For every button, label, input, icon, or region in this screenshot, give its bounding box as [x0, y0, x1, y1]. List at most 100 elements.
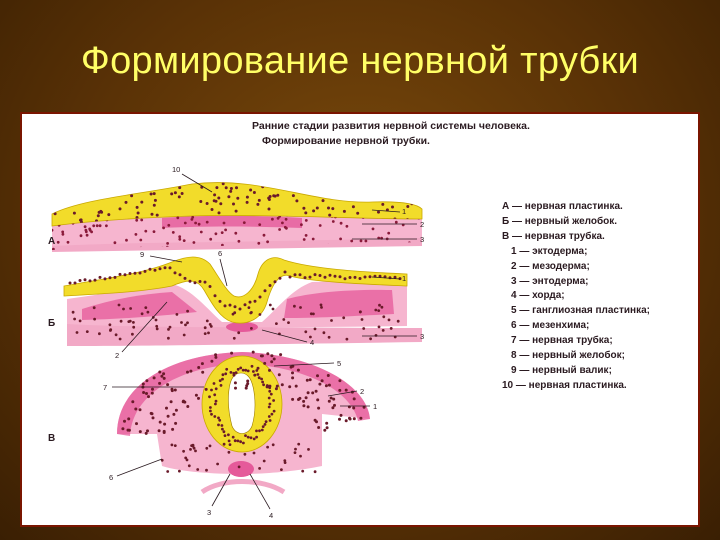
cell-nucleus — [272, 399, 275, 402]
cell-nucleus — [182, 333, 186, 337]
cell-nucleus — [147, 395, 150, 399]
cell-nucleus — [294, 384, 298, 388]
cell-nucleus — [203, 280, 207, 284]
cell-nucleus — [342, 316, 346, 320]
cell-nucleus — [270, 360, 274, 364]
cell-nucleus — [249, 188, 253, 192]
cell-nucleus — [362, 405, 366, 409]
cell-nucleus — [316, 398, 320, 402]
cell-nucleus — [199, 182, 203, 183]
cell-nucleus — [191, 444, 195, 448]
cell-nucleus — [233, 381, 237, 385]
cell-nucleus — [293, 451, 297, 454]
label-a-2: 2 — [420, 220, 424, 229]
cell-nucleus — [345, 337, 349, 341]
cell-nucleus — [99, 209, 103, 213]
cell-nucleus — [268, 386, 272, 390]
cell-nucleus — [209, 409, 212, 413]
leader-lines — [112, 173, 417, 510]
cell-nucleus — [122, 307, 125, 311]
cell-nucleus — [88, 228, 92, 232]
cell-nucleus — [140, 200, 144, 204]
cell-nucleus — [380, 305, 384, 309]
cell-nucleus — [92, 224, 96, 228]
cell-nucleus — [217, 196, 221, 200]
cell-nucleus — [293, 273, 297, 277]
cell-nucleus — [193, 281, 197, 285]
cell-nucleus — [277, 373, 281, 377]
cell-nucleus — [266, 445, 269, 449]
cell-nucleus — [389, 327, 393, 330]
legend-item: В — нервная трубка. — [502, 230, 605, 242]
cell-nucleus — [381, 202, 385, 206]
cell-nucleus — [379, 191, 383, 195]
cell-nucleus — [357, 248, 361, 250]
cell-nucleus — [268, 284, 272, 287]
cell-nucleus — [282, 318, 286, 321]
cell-nucleus — [151, 416, 155, 420]
cell-nucleus — [304, 234, 308, 237]
cell-nucleus — [178, 186, 182, 190]
cell-nucleus — [256, 366, 260, 370]
cell-nucleus — [215, 186, 219, 190]
cell-nucleus — [324, 384, 328, 388]
cell-nucleus — [291, 397, 295, 401]
cell-nucleus — [105, 224, 108, 228]
cell-nucleus — [155, 213, 159, 217]
cell-nucleus — [157, 429, 161, 433]
cell-nucleus — [359, 416, 363, 420]
cell-nucleus — [227, 433, 230, 437]
cell-nucleus — [124, 200, 128, 204]
cell-nucleus — [88, 279, 92, 283]
cell-nucleus — [205, 319, 209, 323]
cell-nucleus — [98, 224, 102, 228]
cell-nucleus — [266, 352, 270, 356]
cell-nucleus — [360, 318, 364, 321]
cell-nucleus — [173, 176, 176, 179]
cell-nucleus — [152, 203, 156, 207]
legend-item: 7 — нервная трубка; — [511, 335, 613, 347]
cell-nucleus — [270, 412, 274, 416]
cell-nucleus — [256, 202, 260, 206]
cell-nucleus — [259, 354, 263, 358]
cell-nucleus — [236, 439, 240, 443]
cell-nucleus — [258, 467, 261, 470]
cell-nucleus — [244, 368, 248, 372]
cell-nucleus — [209, 406, 212, 409]
cell-nucleus — [59, 182, 63, 186]
cell-nucleus — [185, 458, 189, 462]
cell-nucleus — [271, 307, 275, 311]
cell-nucleus — [235, 186, 238, 190]
cell-nucleus — [165, 406, 168, 410]
legend-item: Б — нервный желобок. — [502, 215, 618, 227]
cell-nucleus — [158, 420, 162, 424]
cell-nucleus — [162, 226, 166, 230]
cell-nucleus — [377, 309, 381, 312]
cell-nucleus — [170, 389, 174, 393]
cell-nucleus — [163, 266, 167, 270]
legend-item: 9 — нервный валик; — [511, 364, 612, 376]
cell-nucleus — [142, 186, 146, 190]
cell-nucleus — [358, 277, 362, 280]
cell-nucleus — [103, 277, 107, 281]
cell-nucleus — [53, 212, 57, 216]
cell-nucleus — [209, 237, 213, 241]
cell-nucleus — [194, 221, 198, 225]
cell-nucleus — [325, 426, 329, 430]
cell-nucleus — [176, 216, 180, 220]
cell-nucleus — [227, 195, 231, 199]
cell-nucleus — [220, 175, 223, 178]
cell-nucleus — [150, 391, 154, 395]
cell-nucleus — [272, 409, 276, 413]
cell-nucleus — [406, 205, 410, 208]
cell-nucleus — [230, 351, 234, 355]
cell-nucleus — [297, 442, 301, 446]
cell-nucleus — [205, 468, 208, 472]
cell-nucleus — [188, 279, 192, 283]
cell-nucleus — [311, 237, 315, 241]
cell-nucleus — [358, 310, 362, 314]
cell-nucleus — [139, 238, 143, 242]
cell-nucleus — [223, 304, 227, 308]
cell-nucleus — [119, 319, 123, 323]
cell-nucleus — [403, 190, 407, 194]
